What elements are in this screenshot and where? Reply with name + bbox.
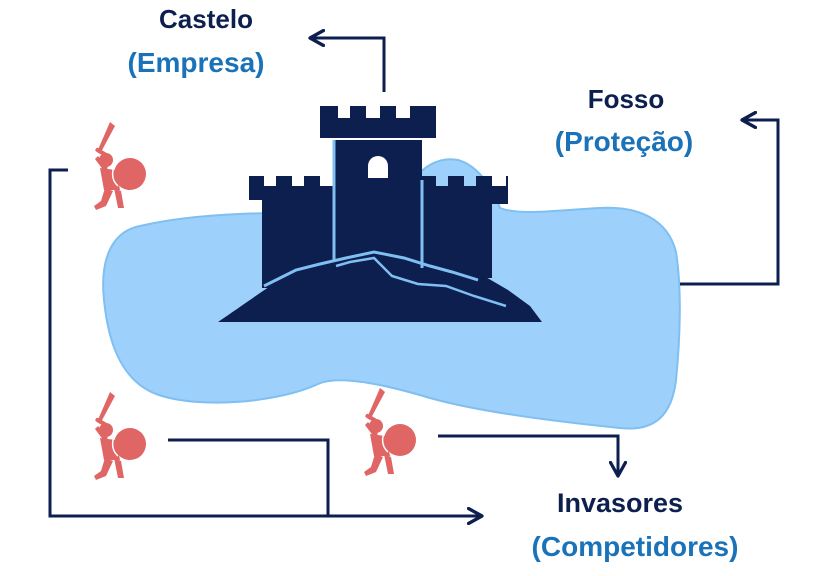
castle-icon: [218, 106, 542, 322]
warrior-icon-bottom-center: [363, 387, 417, 477]
castle-label-subtitle: (Empresa): [127, 47, 265, 78]
invaders-label-subtitle: (Competidores): [531, 531, 739, 562]
arrow-center-warrior-to-invaders: [438, 434, 618, 476]
moat-label-subtitle: (Proteção): [554, 126, 694, 157]
moat-label-title: Fosso: [587, 84, 665, 114]
castle-label-title: Castelo: [159, 4, 253, 34]
castle-details: [263, 140, 507, 308]
warrior-icon-bottom-left: [93, 391, 147, 481]
invaders-label-title: Invasores: [556, 488, 684, 518]
arrow-castle-to-label: [310, 38, 386, 92]
arrow-moat-to-label: [680, 120, 780, 286]
arrow-bottom-warrior-joins: [168, 438, 330, 516]
arrow-left-warrior-to-invaders: [48, 168, 482, 516]
warrior-icon-top-left: [93, 121, 147, 211]
